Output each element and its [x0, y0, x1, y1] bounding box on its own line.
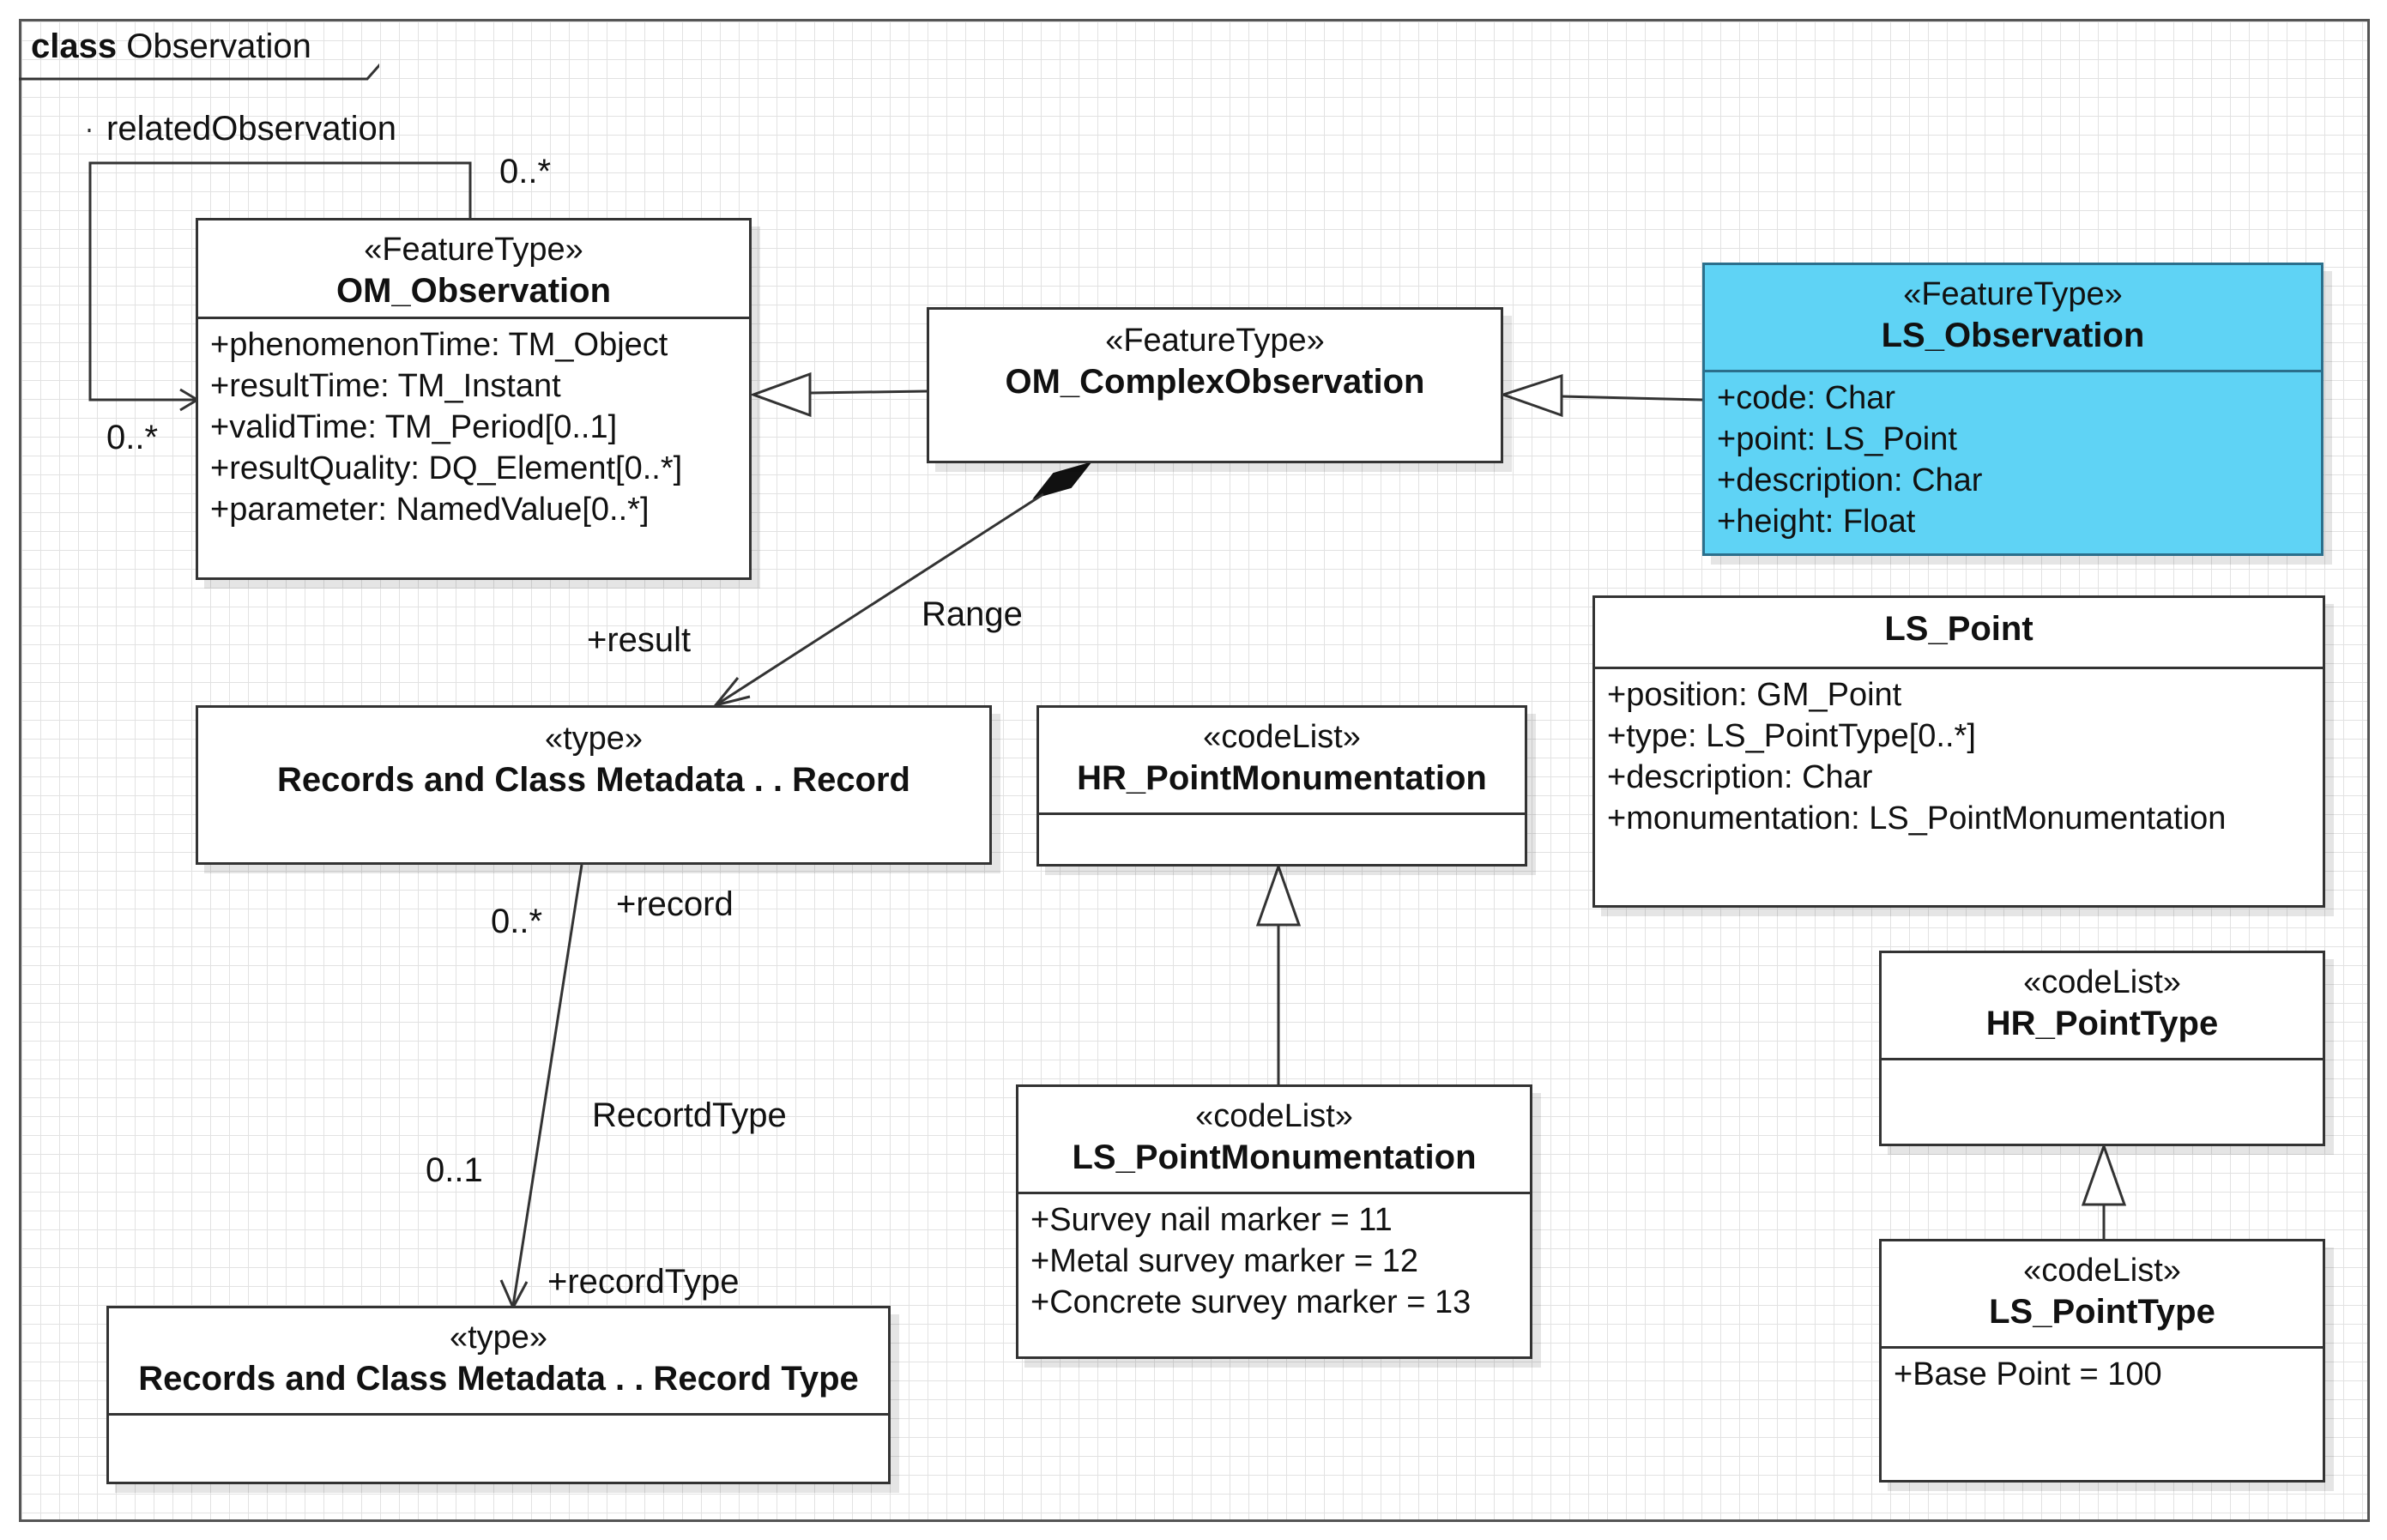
record-type-role-label: +recordType	[547, 1263, 740, 1301]
attribute: +Concrete survey marker = 13	[1030, 1284, 1471, 1320]
attribute-divider	[1595, 667, 2323, 669]
attribute: +Base Point = 100	[1894, 1356, 2162, 1392]
frame-title: class Observation	[31, 27, 311, 66]
record-type-multiplicity-label: 0..1	[426, 1151, 483, 1189]
stereotype-label: «codeList»	[2023, 1253, 2181, 1289]
frame-tab-shape	[19, 63, 379, 81]
generalization-ls-to-complex-line	[1561, 395, 1703, 402]
range-composition-line	[715, 492, 1044, 707]
class-name: LS_PointType	[1989, 1293, 2215, 1331]
self-multiplicity-top: 0..*	[499, 153, 552, 190]
class-name: LS_Observation	[1881, 317, 2145, 354]
record-role-label: +record	[616, 885, 734, 923]
attribute-divider	[109, 1413, 888, 1416]
attribute: +Metal survey marker = 12	[1030, 1243, 1418, 1279]
stereotype-label: «FeatureType»	[1105, 323, 1325, 359]
attribute-list: +Base Point = 100	[1882, 1349, 2323, 1400]
stereotype-label: «type»	[449, 1320, 548, 1356]
attribute: +code: Char	[1717, 380, 1896, 416]
attribute-list: +phenomenonTime: TM_Object +resultTime: …	[198, 319, 749, 535]
generalization-ls-to-complex-arrowhead	[1499, 373, 1563, 418]
attribute: +position: GM_Point	[1607, 677, 1902, 713]
class-hr-point-monumentation[interactable]: «codeList» HR_PointMonumentation	[1036, 705, 1527, 867]
stereotype-label: «type»	[544, 721, 644, 757]
attribute-divider	[1039, 812, 1525, 815]
record-multiplicity-label: 0..*	[491, 903, 543, 940]
attribute: +phenomenonTime: TM_Object	[210, 327, 668, 363]
class-name: OM_ComplexObservation	[1005, 363, 1425, 401]
attribute: +type: LS_PointType[0..*]	[1607, 718, 1976, 754]
stereotype-label: «codeList»	[1195, 1098, 1353, 1134]
self-multiplicity-bottom: 0..*	[106, 419, 159, 456]
class-ls-observation[interactable]: «FeatureType» LS_Observation +code: Char…	[1702, 263, 2324, 556]
attribute-list: +code: Char +point: LS_Point +descriptio…	[1705, 372, 2321, 547]
self-association-line	[88, 161, 472, 402]
attribute: +description: Char	[1717, 462, 1983, 498]
result-role-label: +result	[587, 621, 692, 659]
class-ls-point-type[interactable]: «codeList» LS_PointType +Base Point = 10…	[1879, 1239, 2325, 1483]
class-ls-point[interactable]: LS_Point +position: GM_Point +type: LS_P…	[1592, 595, 2325, 908]
class-record[interactable]: «type» Records and Class Metadata . . Re…	[196, 705, 992, 865]
class-om-observation[interactable]: «FeatureType» OM_Observation +phenomenon…	[196, 218, 752, 580]
generalization-complex-to-observation-line	[809, 390, 928, 395]
class-name: HR_PointType	[1985, 1005, 2219, 1042]
stereotype-label: «FeatureType»	[1903, 276, 2123, 312]
frame-name: Observation	[126, 27, 311, 65]
class-name: LS_PointMonumentation	[1072, 1138, 1477, 1176]
class-name: Records and Class Metadata . . Record	[276, 761, 910, 799]
attribute: +resultQuality: DQ_Element[0..*]	[210, 450, 683, 486]
attribute-list: +position: GM_Point +type: LS_PointType[…	[1595, 669, 2323, 844]
attribute: +validTime: TM_Period[0..1]	[210, 409, 618, 445]
attribute: +monumentation: LS_PointMonumentation	[1607, 800, 2227, 836]
attribute: +parameter: NamedValue[0..*]	[210, 492, 650, 528]
attribute: +description: Char	[1607, 759, 1873, 795]
record-type-association-line	[511, 864, 583, 1307]
class-hr-point-type[interactable]: «codeList» HR_PointType	[1879, 951, 2325, 1146]
class-om-complex-observation[interactable]: «FeatureType» OM_ComplexObservation	[927, 307, 1503, 463]
class-name: HR_PointMonumentation	[1077, 759, 1487, 797]
range-label: Range	[922, 595, 1023, 633]
generalization-pointtype-arrowhead	[2081, 1142, 2127, 1206]
generalization-complex-to-observation-arrowhead	[749, 371, 812, 418]
attribute: +Survey nail marker = 11	[1030, 1202, 1393, 1238]
attribute-divider	[1705, 370, 2321, 372]
class-record-type[interactable]: «type» Records and Class Metadata . . Re…	[106, 1306, 891, 1484]
class-name: OM_Observation	[335, 272, 612, 310]
attribute: +resultTime: TM_Instant	[210, 368, 561, 404]
related-observation-label: relatedObservation	[106, 110, 396, 148]
composition-diamond	[1032, 462, 1092, 499]
frame-keyword: class	[31, 27, 118, 65]
stereotype-label: «FeatureType»	[364, 232, 583, 268]
attribute-divider	[198, 317, 749, 319]
class-ls-point-monumentation[interactable]: «codeList» LS_PointMonumentation +Survey…	[1016, 1084, 1532, 1359]
attribute-list: +Survey nail marker = 11 +Metal survey m…	[1018, 1194, 1530, 1328]
class-name: Records and Class Metadata . . Record Ty…	[138, 1360, 859, 1398]
attribute-divider	[1018, 1192, 1530, 1194]
stereotype-label: «codeList»	[1203, 719, 1361, 755]
class-name: LS_Point	[1884, 610, 2033, 648]
record-type-association-name: RecortdType	[592, 1096, 787, 1134]
attribute: +height: Float	[1717, 504, 1916, 540]
attribute-divider	[1882, 1058, 2323, 1060]
generalization-monumentation-arrowhead	[1255, 862, 1302, 927]
attribute: +point: LS_Point	[1717, 421, 1957, 457]
stereotype-label: «codeList»	[2023, 964, 2181, 1000]
attribute-divider	[1882, 1346, 2323, 1349]
